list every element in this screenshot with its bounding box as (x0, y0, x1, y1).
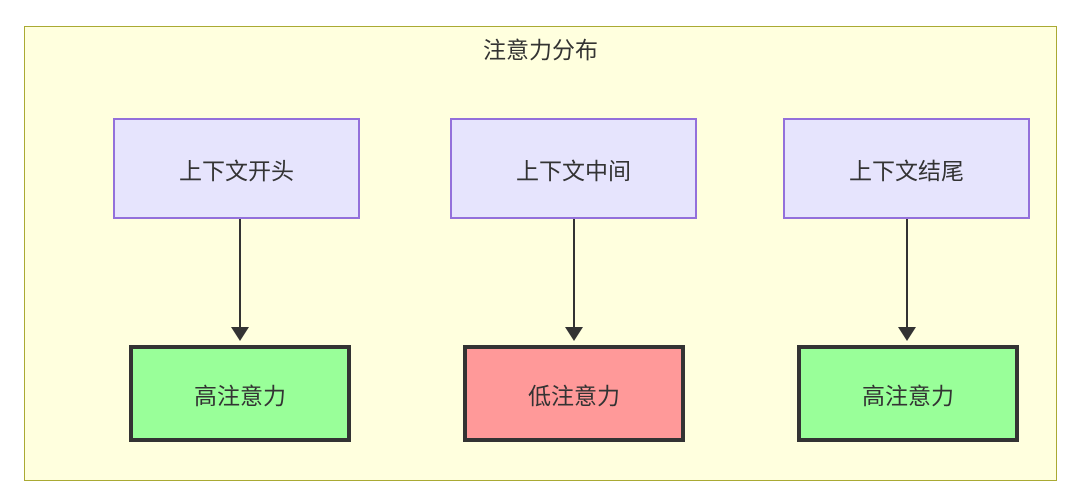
arrow-line-context-end-to-high-attention (906, 219, 908, 329)
arrow-head-icon-context-middle (565, 327, 583, 341)
arrow-line-context-start-to-high-attention (239, 219, 241, 329)
diagram-title: 注意力分布 (483, 37, 598, 63)
node-context-middle[interactable]: 上下文中间 (450, 118, 697, 219)
node-attention-low-middle[interactable]: 低注意力 (463, 345, 685, 442)
node-attention-high-end[interactable]: 高注意力 (797, 345, 1019, 442)
arrow-line-context-middle-to-low-attention (573, 219, 575, 329)
arrow-head-icon-context-start (231, 327, 249, 341)
arrow-head-icon-context-end (898, 327, 916, 341)
diagram-container: 注意力分布 上下文开头 上下文中间 上下文结尾 高注意力 低注意力 高注意力 (24, 26, 1057, 481)
node-context-end[interactable]: 上下文结尾 (783, 118, 1030, 219)
node-attention-high-start[interactable]: 高注意力 (129, 345, 351, 442)
node-context-start[interactable]: 上下文开头 (113, 118, 360, 219)
